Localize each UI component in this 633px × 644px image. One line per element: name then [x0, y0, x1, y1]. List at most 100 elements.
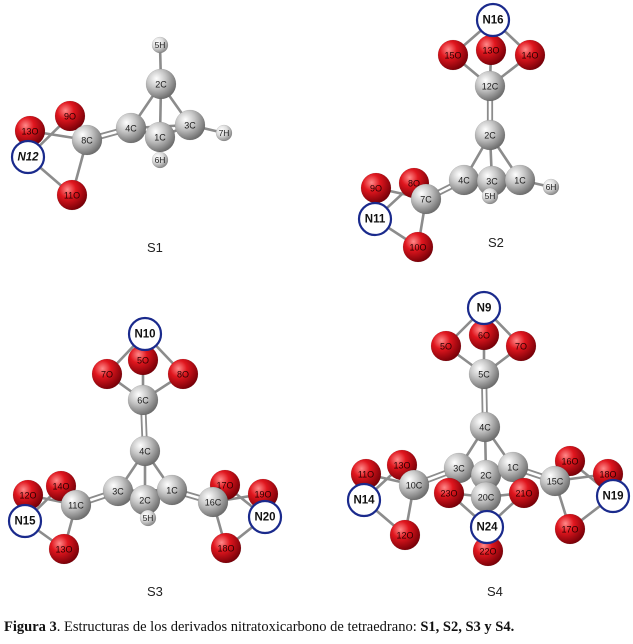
atom-11o: 11O	[56, 179, 88, 211]
atom-4c: 4C	[469, 411, 501, 443]
atom-label: N9	[477, 303, 492, 315]
atom-label: 5O	[440, 342, 452, 352]
atom-n14: N14	[346, 482, 382, 518]
atom-label: 1C	[166, 486, 178, 496]
atom-12c: 12C	[474, 70, 506, 102]
atom-label: N20	[254, 512, 275, 524]
atom-label: 3C	[184, 121, 196, 131]
atom-label: 9O	[64, 112, 76, 122]
atom-label: 12O	[19, 491, 36, 501]
atom-10o: 10O	[402, 231, 434, 263]
atom-label: 18O	[217, 544, 234, 554]
atom-label: 11O	[64, 191, 80, 201]
atom-sphere	[71, 124, 103, 156]
atom-label: 15O	[444, 51, 461, 61]
atom-sphere	[542, 178, 560, 196]
atom-sphere	[468, 358, 500, 390]
atom-13o: 13O	[48, 533, 80, 565]
atom-label: 14O	[52, 482, 69, 492]
atom-label: 3C	[453, 464, 465, 474]
atom-label: 2C	[139, 496, 151, 506]
atom-sphere	[48, 533, 80, 565]
atom-label: N24	[476, 522, 498, 534]
atom-20c: 20C	[470, 481, 502, 513]
atom-label: 15C	[547, 477, 564, 487]
atom-8c: 8C	[71, 124, 103, 156]
atom-sphere	[475, 2, 511, 38]
atom-label: 23O	[440, 489, 457, 499]
atom-label: 7C	[420, 195, 432, 205]
atom-5h: 5H	[151, 36, 169, 54]
atom-sphere	[539, 465, 571, 497]
atom-label: 22O	[479, 547, 496, 557]
atom-7c: 7C	[410, 183, 442, 215]
atom-sphere	[127, 316, 163, 352]
atom-label: 13O	[55, 545, 72, 555]
atom-label: 6H	[546, 182, 557, 192]
atom-label: 8O	[408, 179, 420, 189]
atom-label: 16C	[205, 498, 222, 508]
atom-label: 5H	[485, 191, 496, 201]
atom-sphere	[402, 231, 434, 263]
atom-n20: N20	[247, 499, 283, 535]
atom-label: 3C	[486, 177, 498, 187]
atom-label: 19O	[254, 490, 271, 500]
atom-6c: 6C	[127, 384, 159, 416]
atom-label: 2C	[484, 131, 496, 141]
atom-label: 12C	[482, 82, 499, 92]
atom-sphere	[474, 70, 506, 102]
atom-label: 4C	[125, 124, 137, 134]
atom-21o: 21O	[508, 477, 540, 509]
atom-sphere	[504, 164, 536, 196]
atom-label: N15	[14, 516, 36, 528]
atom-label: 4C	[458, 176, 470, 186]
atom-18o: 18O	[210, 532, 242, 564]
atom-10c: 10C	[398, 469, 430, 501]
atom-12o: 12O	[389, 519, 421, 551]
atom-label: 10O	[409, 243, 426, 253]
atom-sphere	[430, 330, 462, 362]
atom-23o: 23O	[433, 477, 465, 509]
atom-5h: 5H	[481, 187, 499, 205]
atom-label: 2C	[155, 80, 167, 90]
atom-15o: 15O	[437, 39, 469, 71]
atom-sphere	[514, 39, 546, 71]
atom-label: 1C	[154, 133, 166, 143]
atom-label: 8C	[81, 136, 93, 146]
atom-label: 13O	[393, 461, 410, 471]
atom-label: N16	[482, 15, 503, 27]
atom-n9: N9	[466, 290, 502, 326]
atom-label: 14O	[521, 51, 538, 61]
atom-sphere	[398, 469, 430, 501]
atom-sphere	[466, 290, 502, 326]
atom-label: 4C	[479, 423, 491, 433]
atom-14o: 14O	[514, 39, 546, 71]
atom-label: 2C	[480, 471, 492, 481]
atom-sphere	[7, 503, 43, 539]
atom-label: 11O	[358, 470, 374, 480]
atom-sphere	[174, 109, 206, 141]
atom-13o: 13O	[475, 34, 507, 66]
atom-label: 9O	[370, 184, 382, 194]
atom-label: N10	[134, 329, 155, 341]
atom-7h: 7H	[215, 124, 233, 142]
atom-label: 5H	[155, 40, 166, 50]
atoms-s3: 7O5O8O6C4C3C2C1C5H12O14O11C13O17O16C19O1…	[7, 316, 283, 565]
atom-n11: N11	[357, 201, 393, 237]
atom-n10: N10	[127, 316, 163, 352]
atom-sphere	[127, 384, 159, 416]
atom-label: 11C	[68, 501, 84, 511]
atom-sphere	[505, 330, 537, 362]
atom-17o: 17O	[554, 513, 586, 545]
atom-3c: 3C	[174, 109, 206, 141]
atom-sphere	[433, 477, 465, 509]
atom-label: 10C	[406, 481, 423, 491]
atom-label: 13O	[482, 46, 499, 56]
atom-5o: 5O	[430, 330, 462, 362]
atom-sphere	[474, 119, 506, 151]
atom-n19: N19	[595, 478, 631, 514]
atom-label: 8O	[177, 370, 189, 380]
